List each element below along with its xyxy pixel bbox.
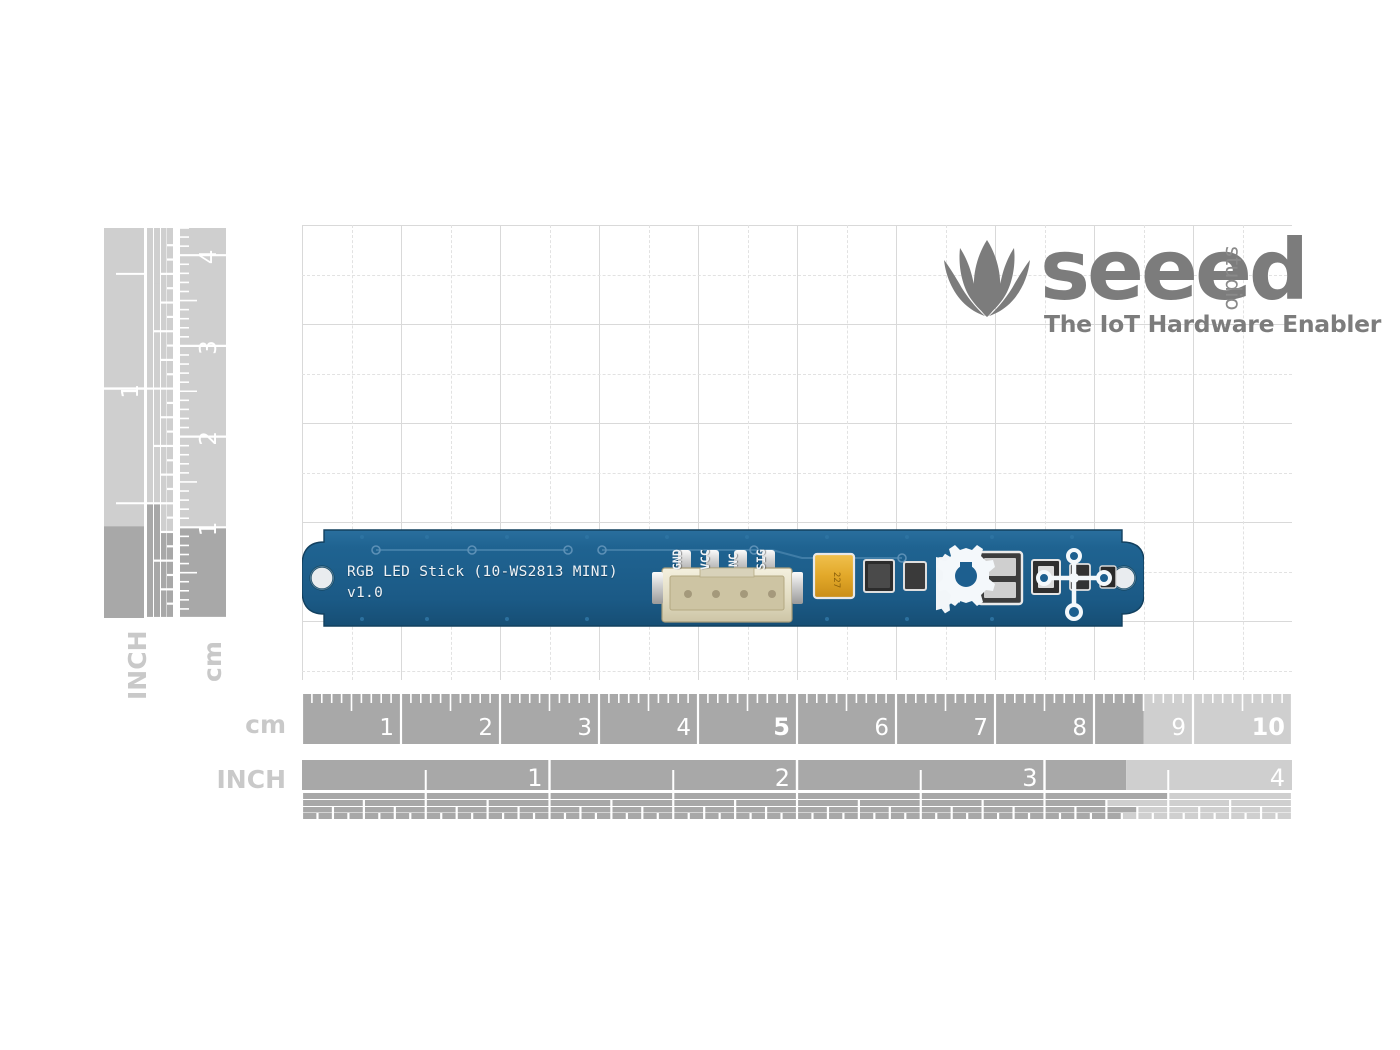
horizontal-inch-ruler: 1 2 3 4 xyxy=(302,760,1292,820)
gear-icon-shape xyxy=(937,545,995,606)
vertical-inch-tick-label: 1 xyxy=(118,384,144,399)
inch-tick-label: 2 xyxy=(775,764,790,792)
cm-tick-label: 3 xyxy=(577,715,592,741)
seeed-tagline: The IoT Hardware Enabler xyxy=(1044,310,1382,338)
pin-label-nc: NC xyxy=(726,553,740,567)
cm-tick-label: 1 xyxy=(379,715,394,741)
pin-label-sig: SIG xyxy=(754,549,768,570)
horizontal-cm-ruler-label: cm xyxy=(245,710,286,739)
vertical-cm-ruler: 1 2 3 4 xyxy=(180,227,226,620)
inch-tick-label: 3 xyxy=(1022,764,1037,792)
vertical-cm-tick-label: 3 xyxy=(196,340,222,355)
pin-label-gnd: GND xyxy=(670,549,684,570)
seeed-leaf-logo-icon xyxy=(944,240,1030,317)
pcb-silkscreen-line2: v1.0 xyxy=(347,585,384,602)
cm-tick-label: 6 xyxy=(874,715,889,741)
grove-rgb-led-stick-pcb: 227 xyxy=(301,528,1145,628)
inch-tick-label: 1 xyxy=(527,764,542,792)
vertical-inch-ruler-label: INCH xyxy=(123,630,152,701)
cm-tick-label: 2 xyxy=(478,715,493,741)
horizontal-cm-ruler: 1 2 3 4 5 6 7 8 9 10 xyxy=(300,694,1294,744)
molecule-node-icon xyxy=(1044,558,1102,610)
cm-tick-label: 4 xyxy=(676,715,691,741)
seeed-studio-suffix: studio xyxy=(1221,246,1245,311)
pcb-silkscreen-text: RGB LED Stick (10-WS2813 MINI) v1.0 xyxy=(347,562,618,604)
horizontal-inch-ruler-label: INCH xyxy=(216,765,287,794)
pin-label-vcc: VCC xyxy=(698,549,712,570)
molecule-node-icon-dots xyxy=(1036,548,1112,621)
inch-tick-label: 4 xyxy=(1270,764,1285,792)
cm-tick-label: 5 xyxy=(773,713,790,741)
cm-tick-label: 8 xyxy=(1072,715,1087,741)
pcb-artwork: 227 xyxy=(301,529,1145,627)
vertical-cm-tick-label: 4 xyxy=(196,250,222,265)
cm-tick-label: 10 xyxy=(1252,713,1285,741)
pcb-silkscreen-line1: RGB LED Stick (10-WS2813 MINI) xyxy=(347,564,618,580)
grove-connector-body xyxy=(652,567,803,623)
vertical-cm-tick-label: 1 xyxy=(196,522,222,537)
cm-tick-label: 7 xyxy=(973,715,988,741)
svg-text:227: 227 xyxy=(831,572,841,588)
seeed-wordmark: seeed xyxy=(1040,221,1309,319)
vertical-cm-tick-label: 2 xyxy=(196,431,222,446)
vertical-inch-ruler: 1 xyxy=(104,228,176,618)
cm-tick-label: 9 xyxy=(1171,715,1186,741)
vertical-cm-ruler-label: cm xyxy=(198,641,227,682)
seeed-studio-logo: seeed studio The IoT Hardware Enabler xyxy=(940,228,1381,338)
